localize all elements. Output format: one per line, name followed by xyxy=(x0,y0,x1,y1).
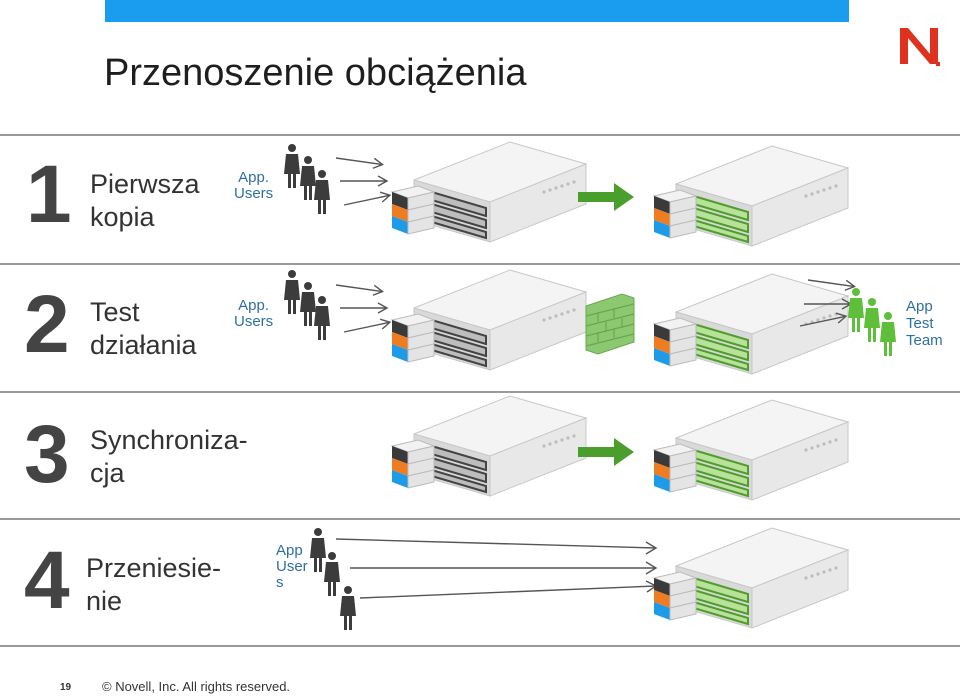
users-icon xyxy=(284,270,330,340)
server-icon xyxy=(392,396,586,496)
server-icon xyxy=(654,400,848,500)
server-icon xyxy=(654,274,848,374)
server-icon xyxy=(392,270,586,370)
page-number: 19 xyxy=(60,682,71,693)
arrow-icon xyxy=(336,539,656,598)
users-icon xyxy=(310,528,356,630)
firewall-icon xyxy=(586,294,634,354)
test-team-icon xyxy=(848,288,896,356)
server-icon xyxy=(654,146,848,246)
server-icon xyxy=(392,142,586,242)
copyright: © Novell, Inc. All rights reserved. xyxy=(102,679,290,694)
arrow-icon xyxy=(335,153,391,210)
server-icon xyxy=(654,528,848,628)
arrow-icon xyxy=(335,280,391,337)
users-icon xyxy=(284,144,330,214)
